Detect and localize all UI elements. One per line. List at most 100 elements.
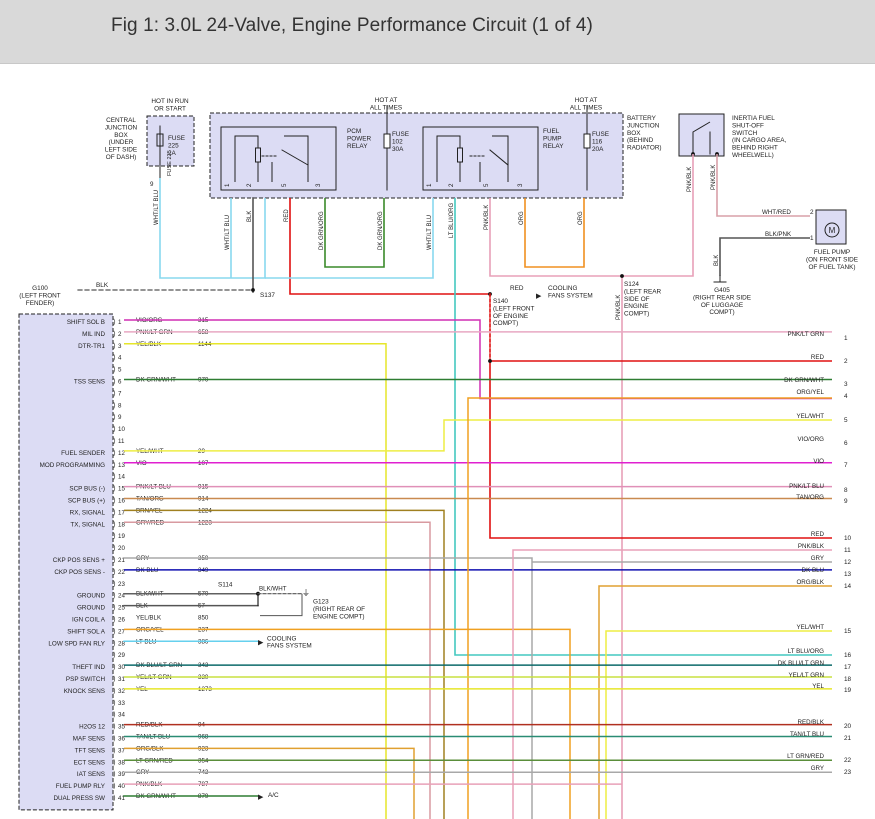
ground-g100-label: G100 (32, 285, 48, 292)
pcm-pin-name: SCP BUS (+) (68, 498, 105, 505)
inertia-switch-contact (692, 121, 711, 154)
arrow-icon: ▶ (258, 639, 264, 646)
relay-pin-number: 2 (448, 183, 455, 187)
wire-red (289, 198, 490, 295)
pcm-pin-name: IAT SENS (77, 771, 105, 778)
splice-s124 (620, 274, 624, 278)
wire-brn-yel (124, 509, 445, 819)
pcm-pin-name: TFT SENS (75, 747, 105, 754)
pcm-pin-terminal: ⟩ (113, 699, 116, 707)
splice-s140-label: COMPT) (493, 320, 518, 327)
ground-g405-label: G405 (714, 287, 730, 294)
fuel-pump-label: (ON FRONT SIDE (806, 256, 858, 263)
pcm-pin-number: 9 (118, 414, 122, 421)
fuse-116-label: 116 (592, 138, 603, 145)
pump-pin: 1 (810, 235, 814, 242)
wire-color-label: DK GRN/ORG (319, 211, 325, 250)
right-wire-label: TAN/ORG (796, 494, 824, 501)
figure-title: Fig 1: 3.0L 24-Valve, Engine Performance… (111, 15, 593, 36)
pcm-pin-number: 11 (118, 438, 125, 445)
fuel-pump-motor-icon (824, 222, 840, 238)
hot-in-run-label: OR START (154, 105, 186, 112)
pcm-pin-number: 28 (118, 640, 125, 647)
inertia-switch-label: SWITCH (732, 130, 758, 137)
pcm-pin-number: 5 (118, 367, 122, 374)
wire-yel-blk (124, 343, 387, 819)
right-connector-number: 12 (844, 559, 852, 566)
pcm-pin-terminal: ⟩ (113, 604, 116, 612)
pcm-pin-terminal: ⟩ (113, 473, 116, 481)
pcm-pin-name: IGN COIL A (72, 617, 106, 624)
pcm-pin-number: 32 (118, 688, 125, 695)
splice-s140-label: S140 (493, 298, 508, 305)
pcm-pin-terminal: ⟩ (113, 687, 116, 695)
pcm-pin-terminal: ⟩ (113, 437, 116, 445)
pcm-pin-number: 40 (118, 783, 125, 790)
pcm-pin-name: MIL IND (82, 331, 105, 338)
pcm-pin-terminal: ⟩ (113, 330, 116, 338)
wire-color-label: PNK/BLK (616, 295, 622, 320)
pump-pin: 2 (810, 209, 814, 216)
fuse-225-id: FUSE 225 (167, 150, 173, 176)
ac-label: A/C (268, 792, 279, 799)
relay-pin-number: 1 (426, 183, 433, 187)
pcm-power-relay-label: RELAY (347, 143, 368, 150)
wire-color-label: BLK (714, 255, 720, 266)
relay-pin-number: 3 (315, 183, 322, 187)
central-junction-label: LEFT SIDE (105, 147, 137, 154)
wire-color-label: BLK (96, 282, 109, 289)
wire-org-blk (598, 585, 832, 819)
pcm-pin-terminal: ⟩ (113, 449, 116, 457)
right-connector-number: 3 (844, 381, 848, 388)
pcm-pin-terminal: ⟩ (113, 378, 116, 386)
right-connector-number: 11 (844, 547, 851, 554)
pcm-pin-terminal: ⟩ (113, 425, 116, 433)
fuse-225-symbol (156, 133, 164, 147)
pcm-pin-name: PSP SWITCH (66, 676, 106, 683)
pcm-pin-number: 12 (118, 450, 125, 457)
wire-org (524, 198, 585, 268)
battery-junction-label: BOX (627, 130, 641, 137)
fuse-116-symbol (583, 133, 591, 149)
battery-junction-label: BATTERY (627, 115, 657, 122)
pcm-pin-name: ECT SENS (74, 759, 105, 766)
pcm-pin-name: TX, SIGNAL (70, 521, 105, 528)
wire-blk-pnk (719, 237, 810, 276)
pcm-pin-name: FUEL PUMP RLY (56, 783, 106, 790)
right-wire-label: DK BLU (802, 567, 824, 574)
wire-color-label: PNK/BLK (687, 167, 693, 192)
right-wire-label: VIO (813, 458, 824, 465)
pcm-pin-name: THEFT IND (72, 664, 105, 671)
wire-gry (124, 557, 533, 819)
ground-g123-label: G123 (313, 599, 329, 606)
fuel-pump-motor-symbol: M (829, 226, 836, 235)
wire-gry-red (124, 521, 431, 819)
wire-red (489, 360, 832, 539)
pcm-pin-terminal: ⟩ (113, 627, 116, 635)
wire-color-label: RED (510, 285, 524, 292)
splice-s140-branch (488, 359, 492, 363)
right-wire-label: LT GRN/RED (787, 753, 824, 760)
pcm-pin-number: 6 (118, 379, 122, 386)
pcm-pin-terminal: ⟩ (113, 735, 116, 743)
pcm-pin-number: 24 (118, 593, 125, 600)
fuse-102-label: 102 (392, 138, 403, 145)
pcm-pin-number: 25 (118, 605, 125, 612)
pcm-pin-name: FUEL SENDER (61, 450, 105, 457)
pcm-power-relay-label: POWER (347, 135, 372, 142)
pcm-pin-number: 35 (118, 724, 125, 731)
pcm-pin-terminal: ⟩ (113, 520, 116, 528)
pcm-pin-number: 1 (118, 319, 122, 326)
fuse-102-symbol (383, 133, 391, 149)
wire-wht-lt-blu (159, 178, 266, 279)
pcm-power-relay-box (220, 126, 337, 191)
pcm-pin-name: SCP BUS (-) (69, 486, 105, 493)
right-wire-label: VIO/ORG (798, 436, 825, 443)
right-connector-number: 19 (844, 687, 852, 694)
pcm-pin-name: GROUND (77, 605, 105, 612)
pcm-pin-name: CKP POS SENS + (53, 557, 106, 564)
pcm-pin-number: 7 (118, 390, 122, 397)
hot-in-run-label: HOT IN RUN (151, 98, 189, 105)
pcm-pin-terminal: ⟩ (113, 723, 116, 731)
